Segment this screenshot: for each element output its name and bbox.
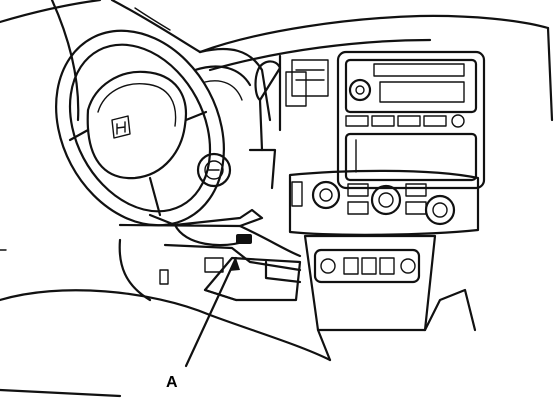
lower-panel [118, 223, 302, 285]
wiper-stalk-icon [248, 60, 282, 190]
instrument-cluster [193, 48, 307, 132]
honda-logo-icon [111, 115, 131, 139]
windshield-pillar [0, 0, 202, 122]
dashboard-top [198, 14, 554, 122]
steering-wheel-icon [55, 29, 225, 227]
right-vent [291, 59, 329, 97]
climate-knob-icon [311, 180, 341, 210]
callout-a-label: A [166, 374, 178, 391]
callout-a: A [166, 256, 240, 391]
kick-panel-cover [203, 256, 302, 302]
climate-controls [288, 169, 480, 236]
ignition-switch-icon [196, 152, 232, 188]
floor-edge [0, 249, 122, 398]
audio-unit-icon [336, 50, 486, 190]
knee-bolster [0, 238, 332, 362]
center-console [303, 234, 477, 362]
